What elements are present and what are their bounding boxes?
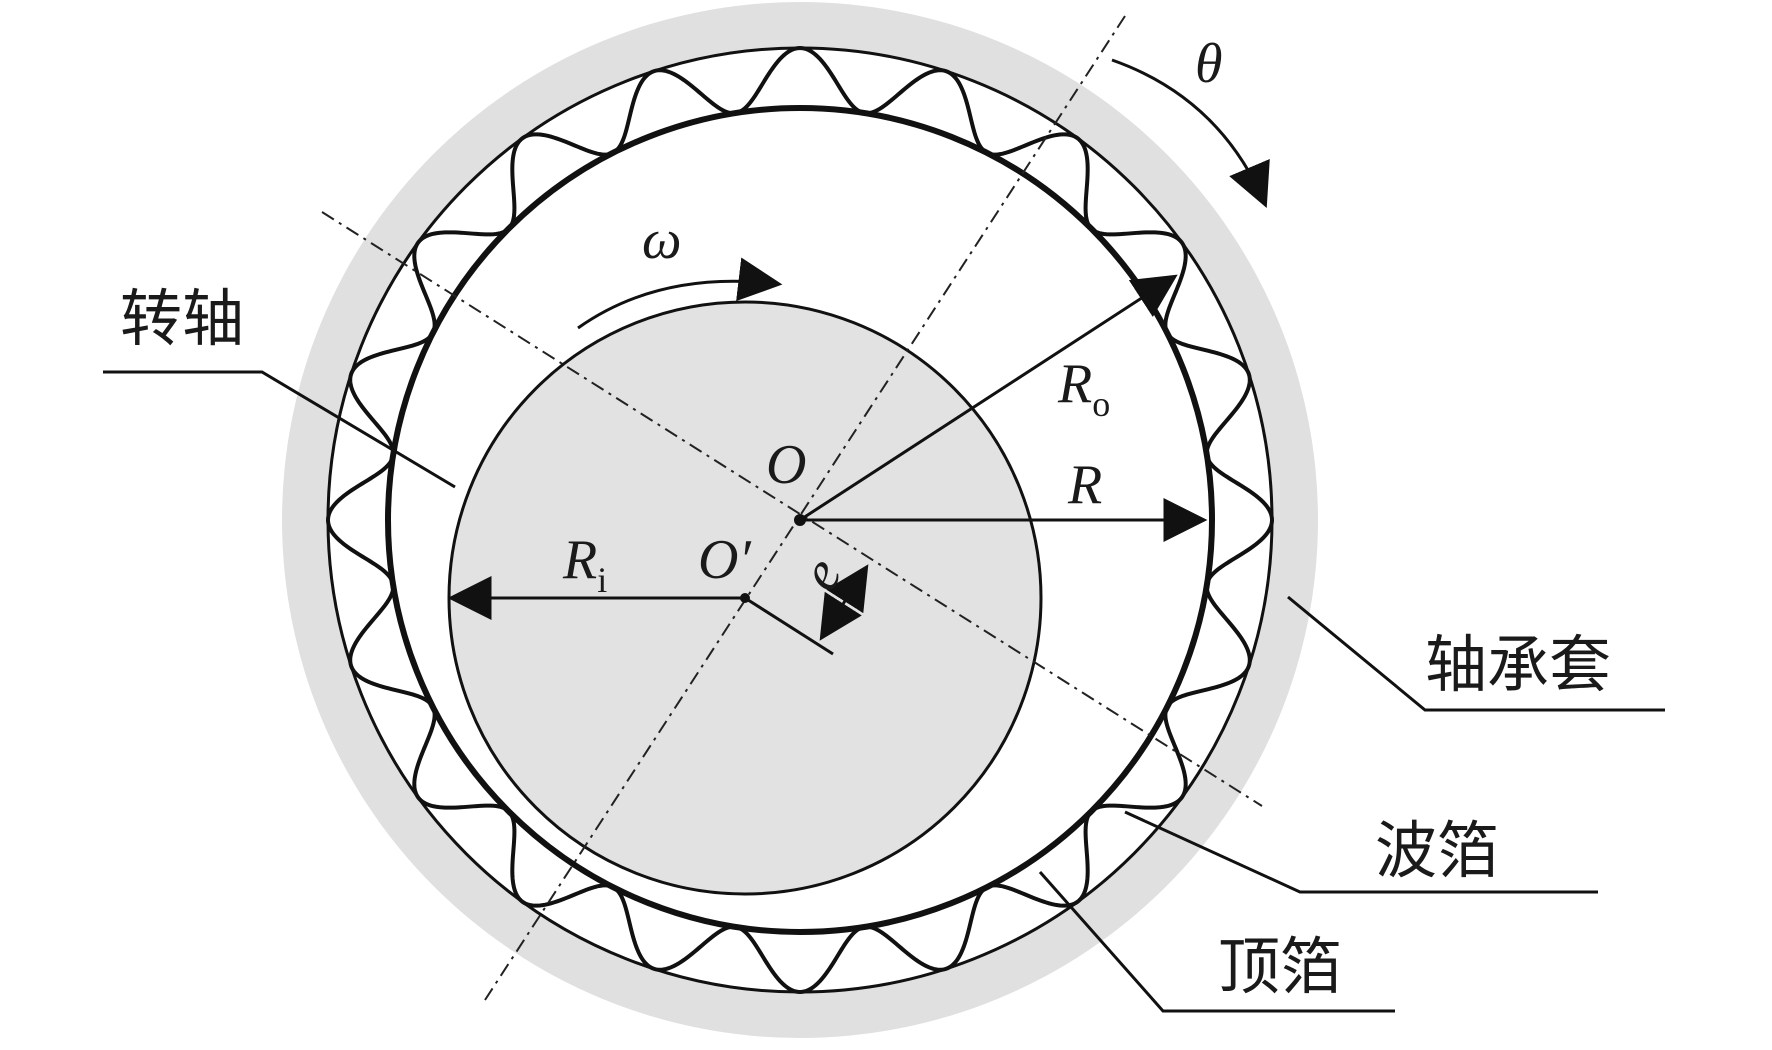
omega-rotation-arrow	[577, 257, 783, 330]
theta-rotation-arrow	[1111, 58, 1270, 209]
eccentricity-arrow	[819, 564, 869, 641]
label-bearing-sleeve: 轴承套	[1425, 628, 1611, 701]
symbol-omega: ω	[642, 209, 682, 271]
symbol-radius-r: R	[1067, 454, 1102, 516]
leader-line-shaft	[103, 370, 456, 489]
symbol-center-o-prime: O′	[698, 529, 751, 591]
symbol-radius-ri: Ri	[562, 529, 607, 600]
label-top-foil: 顶箔	[1218, 930, 1342, 1003]
leader-line-top-foil	[1038, 871, 1395, 1013]
radius-ro-arrow	[799, 274, 1178, 522]
leader-line-bearing-sleeve	[1287, 595, 1665, 712]
symbol-theta: θ	[1195, 33, 1223, 95]
centerline-eccentric	[321, 211, 1263, 807]
bump-foil	[325, 45, 1275, 995]
centerline-attitude	[484, 15, 1126, 1001]
eccentricity-extension-line	[744, 596, 834, 656]
top-foil	[385, 105, 1215, 935]
label-bump-foil: 波箔	[1375, 814, 1499, 887]
leader-line-bump-foil	[1124, 810, 1598, 894]
symbol-center-o: O	[766, 434, 806, 496]
label-shaft: 转轴	[120, 282, 244, 355]
symbol-radius-ro: Ro	[1057, 353, 1110, 424]
